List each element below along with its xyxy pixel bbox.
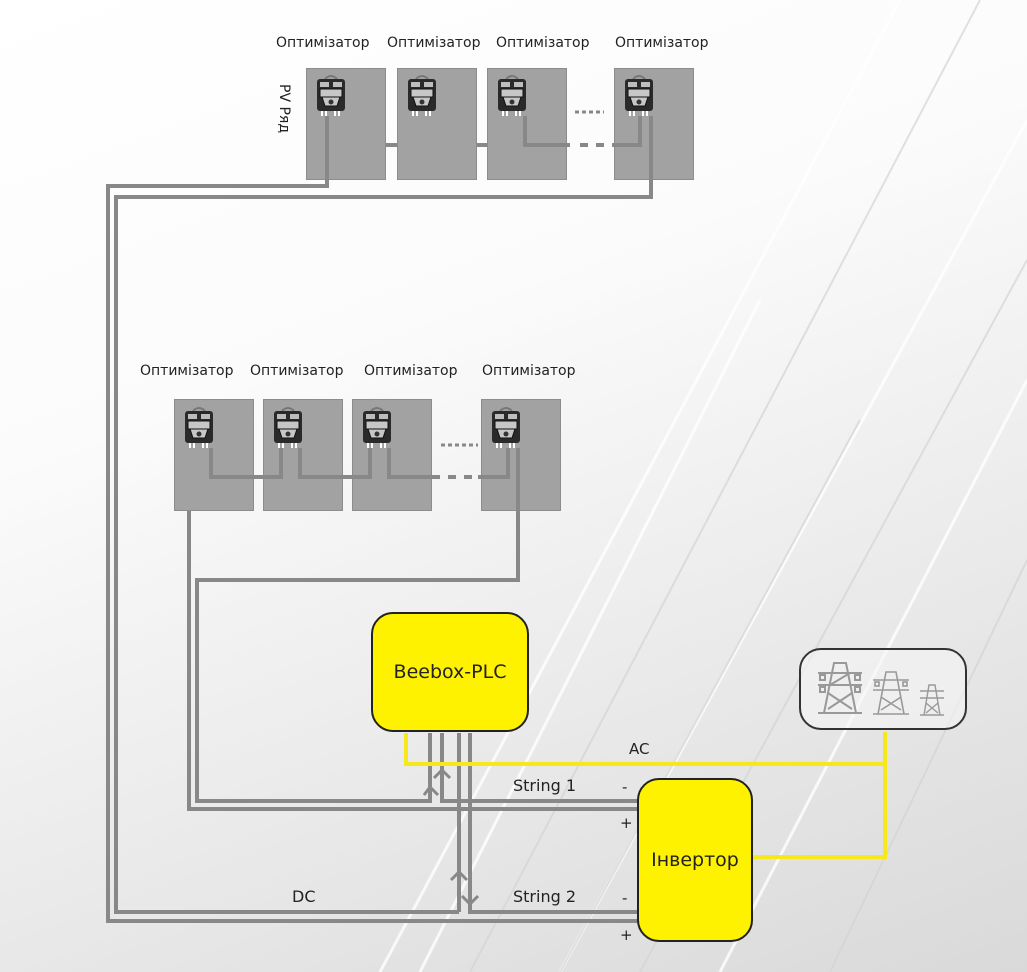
inverter-label: Інвертор xyxy=(651,849,739,871)
string1-minus: - xyxy=(622,778,628,796)
optimizer-label: Оптимізатор xyxy=(387,35,481,51)
ac-label: AC xyxy=(629,740,650,758)
optimizer-icon xyxy=(491,407,521,449)
string1-label: String 1 xyxy=(513,776,577,795)
optimizer-label: Оптимізатор xyxy=(364,363,458,379)
optimizer-icon xyxy=(273,407,303,449)
optimizer-icon xyxy=(362,407,392,449)
string2-plus: + xyxy=(620,926,633,944)
optimizer-icon xyxy=(497,75,527,117)
optimizer-icon xyxy=(184,407,214,449)
optimizer-label: Оптимізатор xyxy=(250,363,344,379)
ac-wires xyxy=(404,732,887,859)
inverter-device[interactable]: Інвертор xyxy=(637,778,753,942)
string2-minus: - xyxy=(622,889,628,907)
solar-panel xyxy=(397,68,477,180)
optimizer-label: Оптимізатор xyxy=(496,35,590,51)
string1-plus: + xyxy=(620,814,633,832)
power-grid-box xyxy=(799,648,967,730)
optimizer-icon xyxy=(407,75,437,117)
string2-label: String 2 xyxy=(513,887,577,906)
beebox-label: Beebox-PLC xyxy=(393,661,507,683)
optimizer-label: Оптимізатор xyxy=(482,363,576,379)
optimizer-label: Оптимізатор xyxy=(276,35,370,51)
dc-wires xyxy=(106,110,653,923)
optimizer-label: Оптимізатор xyxy=(140,363,234,379)
optimizer-label: Оптимізатор xyxy=(615,35,709,51)
optimizer-icon xyxy=(316,75,346,117)
beebox-plc-device[interactable]: Beebox-PLC xyxy=(371,612,529,732)
dc-label: DC xyxy=(292,887,316,906)
optimizer-icon xyxy=(624,75,654,117)
